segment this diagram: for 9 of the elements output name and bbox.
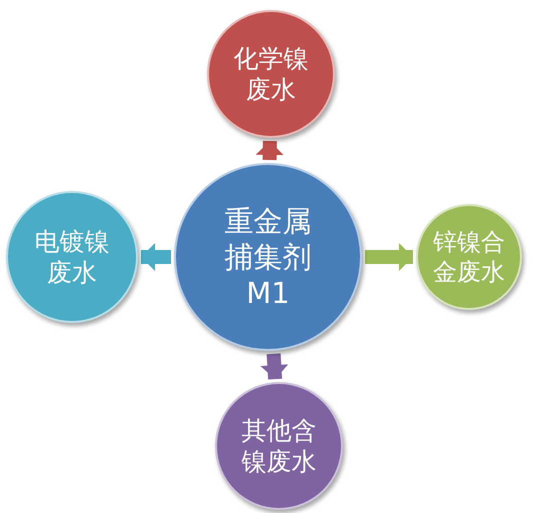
block-arrow: [256, 140, 284, 160]
node-label: 锌镍合金废水: [432, 227, 506, 287]
block-arrow: [365, 243, 413, 271]
node-label: 电镀镍废水: [34, 226, 110, 288]
block-arrow: [141, 243, 171, 271]
node-label: 重金属捕集剂M1: [224, 202, 312, 312]
node-label: 其他含镍废水: [240, 414, 318, 478]
block-arrow: [260, 353, 288, 380]
node-label: 化学镍废水: [232, 42, 310, 106]
